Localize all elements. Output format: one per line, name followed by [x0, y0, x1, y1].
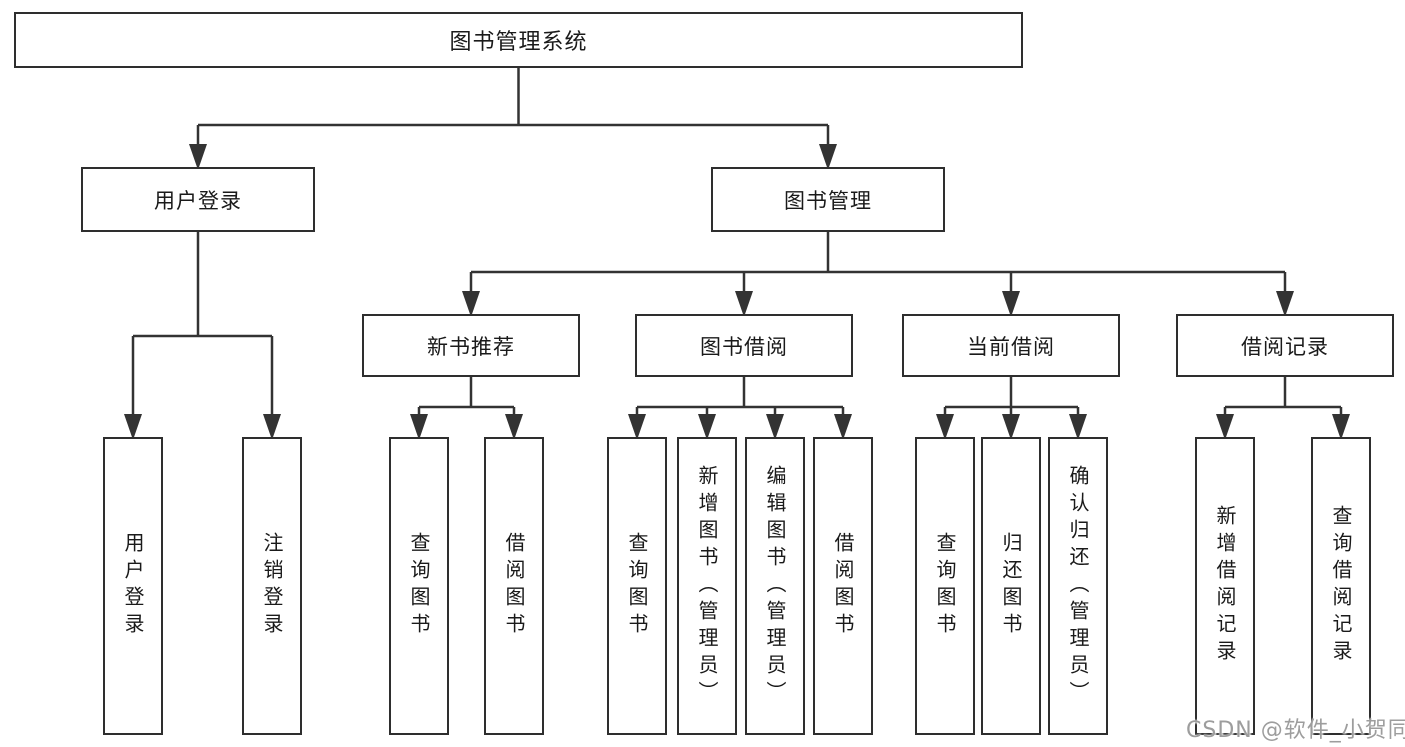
node-leaf-query-record: 查询借阅记录	[1311, 437, 1371, 735]
node-label-leaf-logout: 注销登录	[260, 532, 284, 640]
node-leaf-logout: 注销登录	[242, 437, 302, 735]
node-label-leaf-edit-book: 编辑图书（管理员）	[763, 464, 787, 708]
node-label-leaf-add-book: 新增图书（管理员）	[695, 464, 719, 708]
node-label-leaf-query-record: 查询借阅记录	[1329, 505, 1353, 667]
node-label-leaf-query-2: 查询图书	[625, 532, 649, 640]
node-current-borrow: 当前借阅	[902, 314, 1120, 377]
node-leaf-query-3: 查询图书	[915, 437, 975, 735]
node-book-borrow: 图书借阅	[635, 314, 853, 377]
node-label-current-borrow: 当前借阅	[967, 334, 1055, 359]
node-label-leaf-borrow-2: 借阅图书	[831, 532, 855, 640]
node-leaf-return: 归还图书	[981, 437, 1041, 735]
node-leaf-user-login: 用户登录	[103, 437, 163, 735]
node-label-leaf-add-record: 新增借阅记录	[1213, 505, 1237, 667]
node-leaf-add-record: 新增借阅记录	[1195, 437, 1255, 735]
node-label-root: 图书管理系统	[449, 30, 588, 55]
node-label-user-login: 用户登录	[154, 188, 242, 213]
node-label-leaf-user-login: 用户登录	[121, 532, 145, 640]
node-label-borrow-record: 借阅记录	[1241, 334, 1329, 359]
node-leaf-confirm-return: 确认归还（管理员）	[1048, 437, 1108, 735]
node-label-new-book-rec: 新书推荐	[427, 334, 515, 359]
node-label-leaf-return: 归还图书	[999, 532, 1023, 640]
node-leaf-edit-book: 编辑图书（管理员）	[745, 437, 805, 735]
node-label-leaf-borrow-1: 借阅图书	[502, 532, 526, 640]
node-leaf-query-1: 查询图书	[389, 437, 449, 735]
node-root: 图书管理系统	[14, 12, 1023, 68]
node-leaf-borrow-1: 借阅图书	[484, 437, 544, 735]
watermark: CSDN @软件_小贺同学	[1186, 718, 1405, 743]
node-leaf-add-book: 新增图书（管理员）	[677, 437, 737, 735]
node-label-leaf-query-1: 查询图书	[407, 532, 431, 640]
node-label-leaf-query-3: 查询图书	[933, 532, 957, 640]
node-new-book-rec: 新书推荐	[362, 314, 580, 377]
node-label-leaf-confirm-return: 确认归还（管理员）	[1066, 464, 1090, 708]
node-leaf-query-2: 查询图书	[607, 437, 667, 735]
node-user-login: 用户登录	[81, 167, 315, 232]
node-label-book-mgmt: 图书管理	[784, 188, 872, 213]
node-book-mgmt: 图书管理	[711, 167, 945, 232]
node-leaf-borrow-2: 借阅图书	[813, 437, 873, 735]
node-borrow-record: 借阅记录	[1176, 314, 1394, 377]
node-label-book-borrow: 图书借阅	[700, 334, 788, 359]
